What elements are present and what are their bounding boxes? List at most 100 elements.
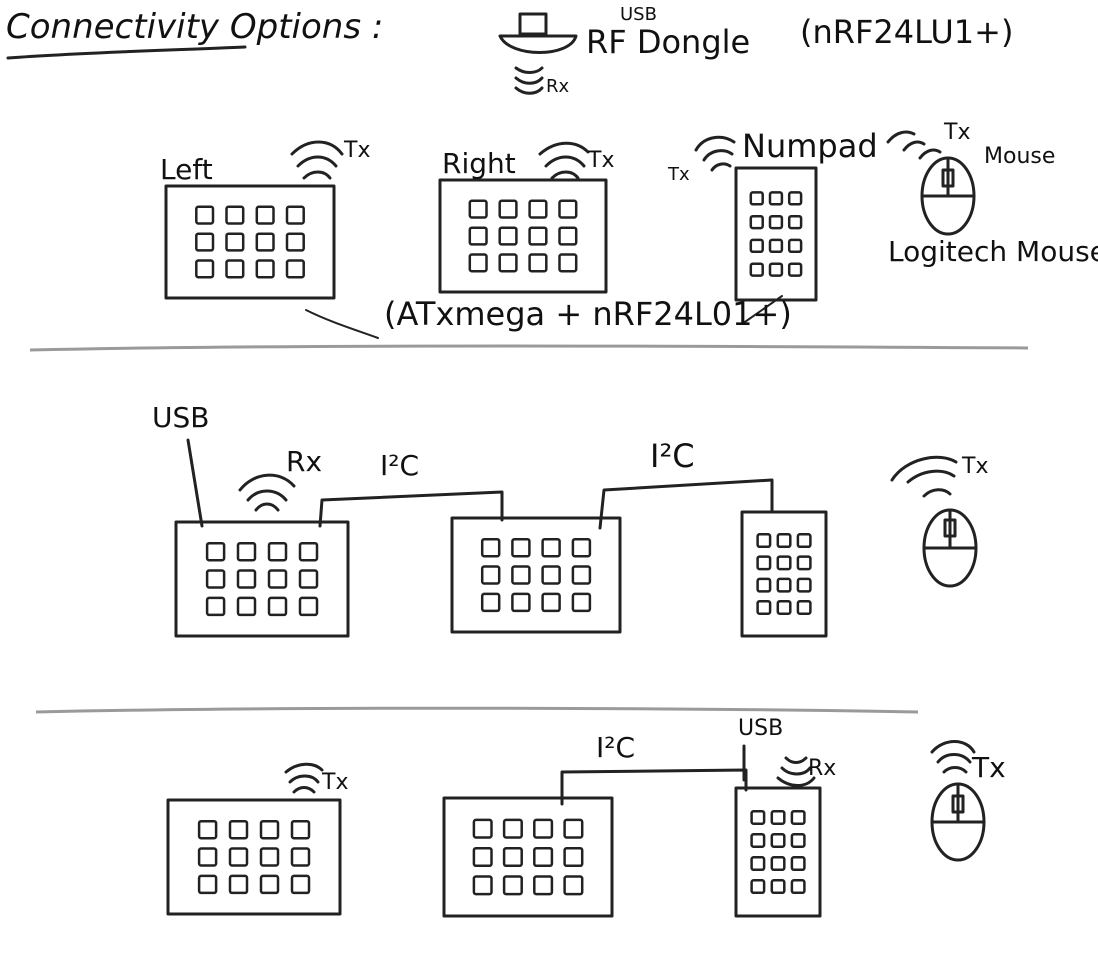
key (195, 232, 215, 252)
key (770, 856, 786, 872)
key (790, 879, 806, 895)
numpad-opt2 (740, 510, 828, 638)
key (796, 533, 812, 549)
key (750, 856, 766, 872)
key (285, 232, 305, 252)
key (259, 819, 280, 840)
key (571, 537, 592, 558)
key (259, 847, 280, 867)
key (502, 818, 523, 839)
key (197, 819, 218, 840)
key (749, 191, 764, 206)
usb-dongle-icon (498, 12, 578, 95)
key (225, 205, 245, 225)
key (770, 879, 786, 895)
label-rx-opt2: Rx (286, 445, 323, 478)
key (790, 809, 806, 825)
key (790, 856, 806, 872)
key (236, 596, 257, 617)
keyboard-left-opt1 (164, 184, 336, 300)
key (787, 214, 803, 230)
label-tx-left: Tx (344, 138, 371, 163)
key (749, 214, 764, 230)
mouse-icons (920, 156, 986, 862)
key (298, 596, 319, 617)
key (756, 533, 772, 549)
key (750, 809, 766, 825)
key (195, 259, 215, 279)
key (197, 874, 218, 895)
key (528, 253, 548, 273)
label-right: Right (442, 147, 516, 180)
key (770, 809, 786, 825)
key (776, 533, 792, 549)
key (571, 592, 592, 613)
key (480, 537, 501, 558)
dongle-usb-label: USB (620, 4, 657, 25)
key (558, 253, 578, 273)
keyboard-left-opt3 (166, 798, 342, 916)
key (528, 226, 548, 246)
key (472, 875, 493, 896)
key (533, 875, 554, 896)
dongle-name: RF Dongle (586, 23, 751, 61)
key (498, 199, 518, 219)
key (228, 847, 249, 867)
key (787, 262, 803, 277)
keyboard-right-opt2 (450, 516, 622, 634)
label-numpad: Numpad (742, 127, 878, 165)
key (255, 259, 275, 279)
connector-lines (186, 295, 783, 806)
key (776, 577, 792, 593)
key (749, 238, 764, 254)
key (528, 199, 548, 219)
key (756, 555, 772, 571)
key (796, 599, 812, 615)
key (267, 596, 288, 617)
key (563, 818, 584, 839)
key (225, 259, 245, 279)
key (236, 541, 257, 562)
key (290, 874, 311, 895)
key (468, 226, 488, 246)
key (205, 569, 226, 589)
key (285, 259, 305, 279)
label-tx-numpad: Tx (668, 164, 690, 185)
numpad-opt3 (734, 786, 822, 918)
wireless-icons (238, 130, 976, 794)
key (298, 569, 319, 589)
label-usb-opt2: USB (152, 401, 210, 434)
key (768, 238, 784, 254)
key (776, 599, 792, 615)
dongle-rx-label: Rx (546, 76, 570, 97)
key (255, 232, 275, 252)
key (480, 592, 501, 613)
keyboard-right-opt3 (442, 796, 614, 918)
keyboard-left-opt2 (174, 520, 350, 638)
label-logitech-mouse: Logitech Mouse (888, 235, 1098, 268)
page-title: Connectivity Options : (6, 7, 384, 47)
key (236, 569, 257, 589)
key (558, 226, 578, 246)
key (267, 541, 288, 562)
key (541, 537, 561, 558)
key (756, 599, 772, 615)
key (472, 846, 493, 868)
key (541, 592, 561, 613)
label-tx-mouse-opt2: Tx (962, 454, 989, 479)
key (480, 565, 501, 585)
label-tx-mouse: Tx (944, 120, 971, 145)
label-i2c-opt3: I²C (596, 731, 636, 764)
divider-2 (35, 706, 919, 714)
key (750, 832, 766, 848)
key (756, 577, 772, 593)
key (511, 565, 531, 585)
key (541, 565, 561, 585)
key (796, 577, 812, 593)
key (205, 596, 226, 617)
label-tx-mouse-opt3: Tx (972, 751, 1006, 784)
key (197, 847, 218, 867)
key (787, 238, 803, 254)
key (768, 262, 784, 277)
key (468, 199, 488, 219)
